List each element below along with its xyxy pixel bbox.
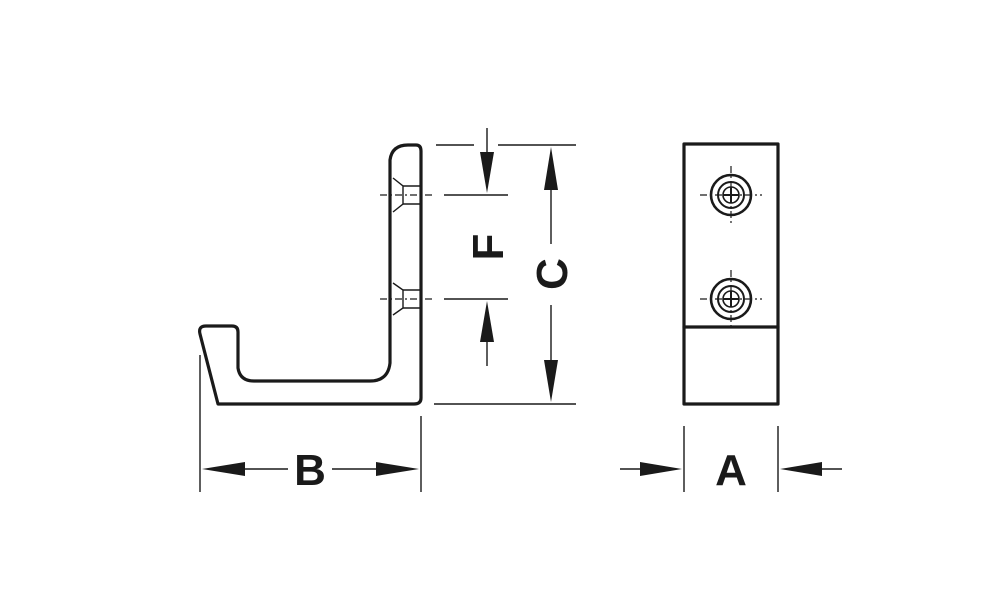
dimension-label-b: B: [294, 446, 326, 495]
arrow-b-left: [202, 462, 245, 476]
arrow-c-bottom: [544, 360, 558, 402]
hook-front-view: [682, 142, 780, 406]
arrow-a-left: [640, 462, 682, 476]
arrow-f-top: [480, 152, 494, 193]
front-plate-outline: [682, 142, 780, 406]
front-screw-hole-lower: [700, 270, 762, 328]
arrow-f-bottom: [480, 301, 494, 342]
arrow-a-right: [780, 462, 822, 476]
arrow-b-right: [376, 462, 419, 476]
dimension-f: F: [436, 128, 513, 366]
dimension-label-a: A: [715, 446, 747, 495]
side-screw-hole-upper: [380, 177, 432, 213]
dimension-label-c: C: [528, 258, 577, 290]
hook-profile-outline: [198, 143, 423, 406]
front-screw-hole-upper: [700, 166, 762, 224]
dimension-b: B: [199, 355, 422, 495]
dimension-a: A: [620, 426, 842, 495]
side-screw-hole-lower: [380, 282, 432, 316]
dimension-label-f: F: [464, 234, 513, 261]
hook-side-view: [198, 143, 432, 406]
dimension-c: C: [434, 144, 577, 405]
arrow-c-top: [544, 147, 558, 190]
